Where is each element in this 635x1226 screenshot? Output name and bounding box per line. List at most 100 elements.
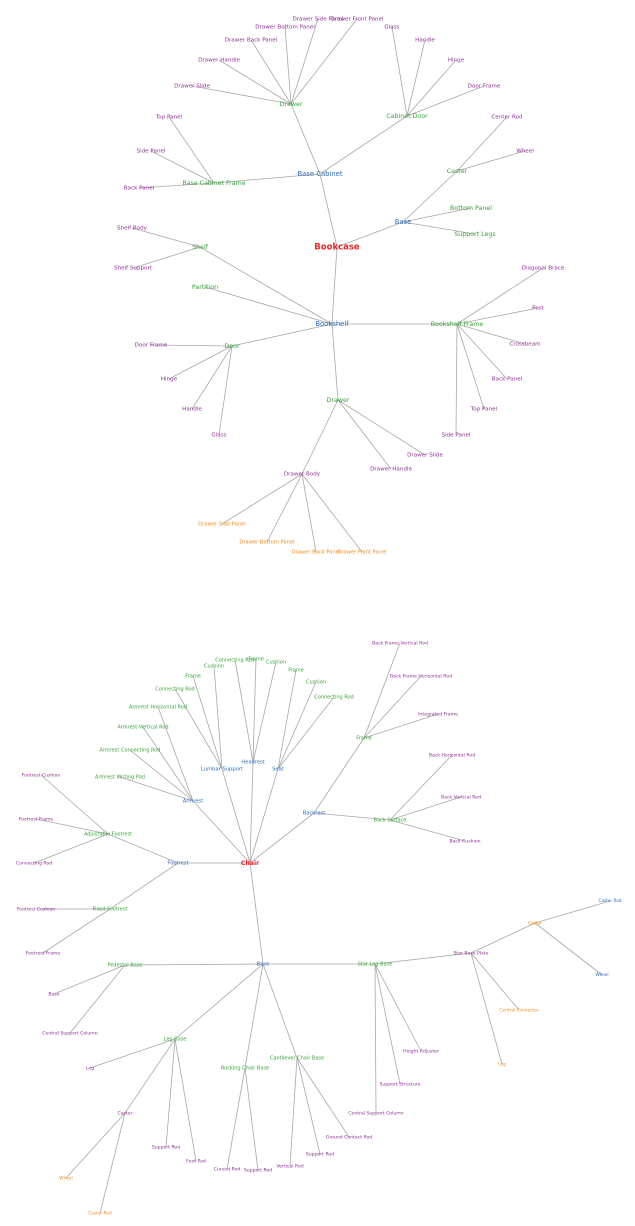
tree-edge (168, 116, 215, 184)
node-hinge: Hinge (448, 58, 465, 64)
node-drawer-handle: Drawer Handle (370, 467, 412, 473)
tree-edge (374, 952, 472, 965)
root-node-chair: Chair (241, 860, 260, 867)
node-bookshelf-frame: Bookshelf Frame (431, 321, 484, 328)
tree-edge (277, 669, 297, 770)
node-integrated-frame: Integrated Frame (418, 712, 458, 718)
tree-edge (199, 246, 333, 325)
node-back-cushion: Back Cushion (449, 839, 480, 845)
node-cantilever-chair-base: Cantilever Chair Base (270, 1056, 324, 1062)
tree-edge (389, 819, 466, 842)
tree-edge (456, 307, 539, 325)
node-leg: Leg (498, 1062, 506, 1068)
node-cushion: Cushion (306, 680, 326, 686)
tree-edge (249, 761, 254, 864)
node-back-panel: Back Panel (492, 377, 523, 383)
node-fixed-footrest: Fixed Footrest (93, 907, 128, 913)
tree-edge (142, 726, 194, 802)
tree-edge (124, 963, 264, 966)
node-frame: Frame (288, 668, 304, 674)
tree-edge (313, 737, 365, 814)
node-caster: Caster (528, 921, 542, 927)
tree-edge (389, 754, 453, 821)
tree-edge (35, 818, 109, 835)
tree-edge (53, 964, 126, 995)
tree-edge (301, 473, 363, 553)
tree-edge (218, 59, 292, 105)
node-footrest-cushion: Footrest Cushion (17, 907, 56, 913)
tree-edge (374, 963, 401, 1085)
node-handle: Handle (182, 407, 202, 413)
tree-edge (174, 688, 223, 770)
tree-edge (290, 18, 319, 105)
node-support-rod: Support Rod (152, 1145, 180, 1151)
node-cabinet-door: Cabinet Door (386, 113, 428, 120)
tree-edge (389, 796, 462, 821)
tree-edge (138, 182, 215, 189)
node-drawer: Drawer (280, 101, 303, 108)
tree-edge (277, 696, 335, 770)
node-drawer-slide: Drawer Slide (174, 84, 210, 90)
node-support-rod: Support Rod (244, 1168, 272, 1174)
tree-edge (250, 39, 292, 105)
tree-edge (221, 768, 251, 864)
tree-edge (470, 952, 503, 1065)
tree-edge (213, 665, 223, 770)
node-shelf-support: Shelf Support (114, 266, 153, 272)
tree-edge (337, 399, 392, 470)
node-frame: Frame (248, 657, 264, 663)
tree-edge (374, 963, 422, 1052)
node-footrest: Footrest (167, 861, 188, 867)
node-back-panel: Back Panel (124, 186, 155, 192)
tree-edge (150, 150, 215, 184)
node-wheel: Wheel (59, 1176, 72, 1182)
node-center-rod: Center Rod (491, 115, 523, 121)
tree-edge (456, 150, 526, 172)
tree-edge (456, 116, 508, 172)
node-drawer-side-panel: Drawer Side Panel (292, 17, 344, 23)
tree-edge (124, 1038, 176, 1114)
tree-edge (284, 26, 292, 105)
tree-edge (319, 173, 338, 248)
tree-edge (336, 221, 404, 248)
node-top-panel: Top Panel (155, 115, 183, 121)
node-back-surface: Back Surface (374, 818, 407, 824)
node-central-support-column: Central Support Column (348, 1111, 403, 1117)
node-drawer-back-panel: Drawer Back Panel (292, 550, 341, 556)
node-pedestal-base: Pedestal Base (108, 963, 143, 969)
tree-edge (455, 323, 458, 436)
node-star-base-plate: Star Base Plate (453, 951, 488, 957)
node-crossbeam: Crossbeam (509, 342, 540, 348)
tree-edge (192, 800, 251, 864)
tree-edge (402, 221, 476, 235)
tree-edge (289, 1057, 298, 1167)
tree-edge (470, 952, 520, 1011)
tree-edge (33, 833, 109, 864)
node-cushion: Cushion (204, 664, 224, 670)
node-base-cabinet-frame: Base Cabinet Frame (182, 180, 245, 187)
node-back-frame-horizontal-rod: Back Frame Horizontal Rod (390, 674, 452, 680)
tree-edge (234, 659, 254, 763)
node-height-adjuster: Height Adjuster (403, 1049, 439, 1055)
node-drawer-handle: Drawer Handle (198, 58, 240, 64)
node-connecting-rod: Connecting Rod (215, 658, 254, 664)
node-bookshelf: Bookshelf (315, 320, 349, 328)
node-footrest-frame: Footrest Frame (26, 951, 61, 957)
node-handle: Handle (415, 38, 435, 44)
tree-edge (277, 681, 317, 770)
tree-edge (301, 399, 339, 475)
tree-edge (42, 908, 111, 954)
node-headrest: Headrest (241, 760, 265, 766)
tree-edge (244, 963, 264, 1069)
tree-edge (402, 170, 458, 223)
root-node-bookcase: Bookcase (314, 243, 360, 253)
node-backrest: Backrest (303, 811, 326, 817)
node-foot-pad: Foot Pad (186, 1159, 206, 1165)
node-drawer-front-panel: Drawer Front Panel (330, 17, 384, 23)
tree-edge (65, 1112, 126, 1179)
tree-edge (99, 1112, 126, 1214)
tree-edge (157, 706, 194, 802)
tree-edge (319, 115, 408, 175)
